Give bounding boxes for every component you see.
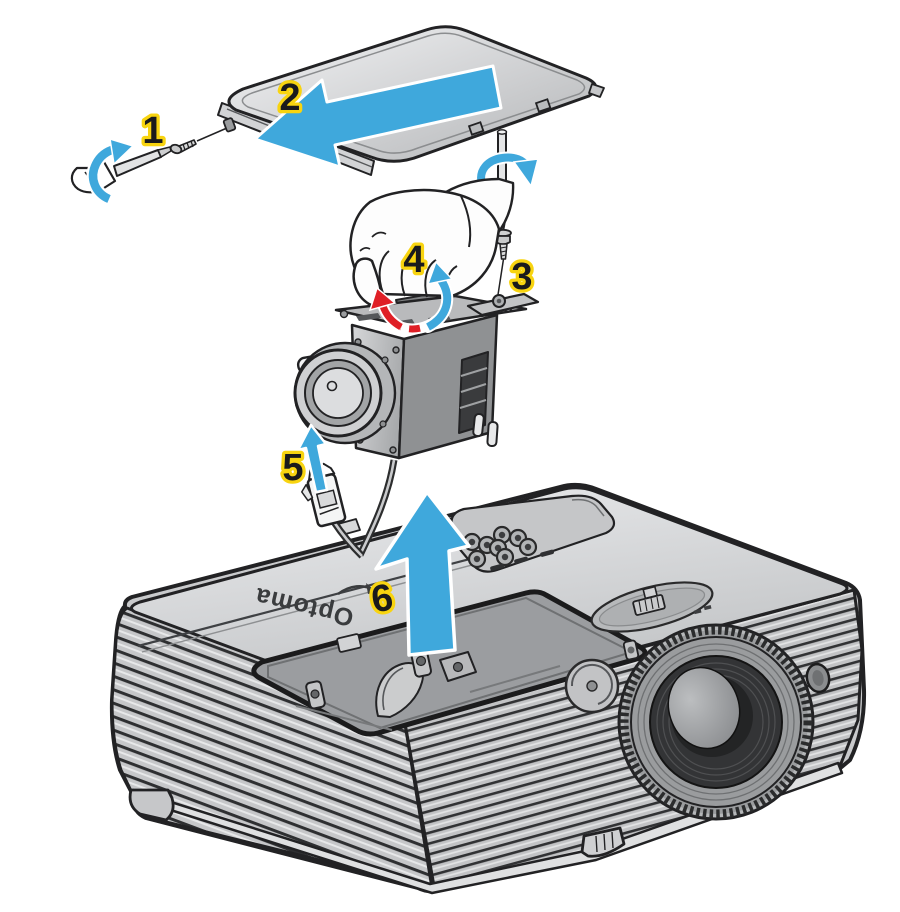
lamp-lens: [312, 367, 364, 419]
cover-bevel-line: [241, 32, 586, 154]
lift-arrow-4: [422, 260, 454, 333]
lens: [617, 623, 815, 821]
cover-tab: [534, 98, 552, 113]
wrist-line: [460, 195, 472, 248]
finger-line: [400, 254, 412, 297]
lamp-bay: [251, 589, 648, 737]
hand-back: [349, 188, 501, 298]
rotation-arrow-3: [475, 151, 540, 190]
zoom-lever: [590, 581, 714, 633]
finger-line: [378, 250, 390, 294]
bottom-skirt: [131, 761, 844, 895]
finger-line: [424, 259, 437, 298]
connector-latch: [301, 483, 314, 502]
led-indicator: [490, 563, 504, 571]
lamp-cable: [331, 459, 398, 559]
cover-screw-post: [222, 117, 237, 133]
led-indicator: [540, 549, 554, 557]
step-label-3: 3: [511, 256, 532, 298]
screwdriver-1: [70, 127, 228, 194]
step-label-4: 4: [403, 239, 424, 281]
cover-tab: [467, 121, 485, 136]
cover-corner-step: [588, 83, 605, 98]
hand: [349, 177, 515, 307]
module-pin: [486, 421, 499, 448]
bay-rim-clip: [336, 633, 362, 653]
step-label-2: 2: [279, 77, 300, 119]
zoom-knob: [642, 585, 659, 600]
slide-arrow-2: [253, 64, 503, 169]
projector: Optoma: [109, 482, 867, 895]
module-vent: [458, 351, 489, 434]
focus-mark: [703, 605, 712, 611]
control-panel: [447, 494, 616, 573]
screw-1: [169, 139, 197, 155]
focus-mark: [693, 609, 702, 615]
screw-3-guide-line: [496, 258, 505, 299]
lamp-bay-inner-line: [267, 596, 635, 730]
led-indicator: [514, 556, 528, 564]
lamp-module: [293, 292, 540, 460]
rotation-arrow-1: [86, 137, 135, 206]
lift-arrow-6: [374, 490, 471, 657]
lens-glass: [667, 666, 741, 750]
step-label-5: 5: [282, 447, 303, 489]
module-pin: [472, 413, 485, 438]
step-label-1: 1: [142, 110, 163, 152]
adjustable-foot: [580, 826, 626, 858]
screw-leader-line: [196, 127, 228, 142]
foot: [128, 788, 175, 822]
unplug-arrow-5: [296, 423, 329, 494]
